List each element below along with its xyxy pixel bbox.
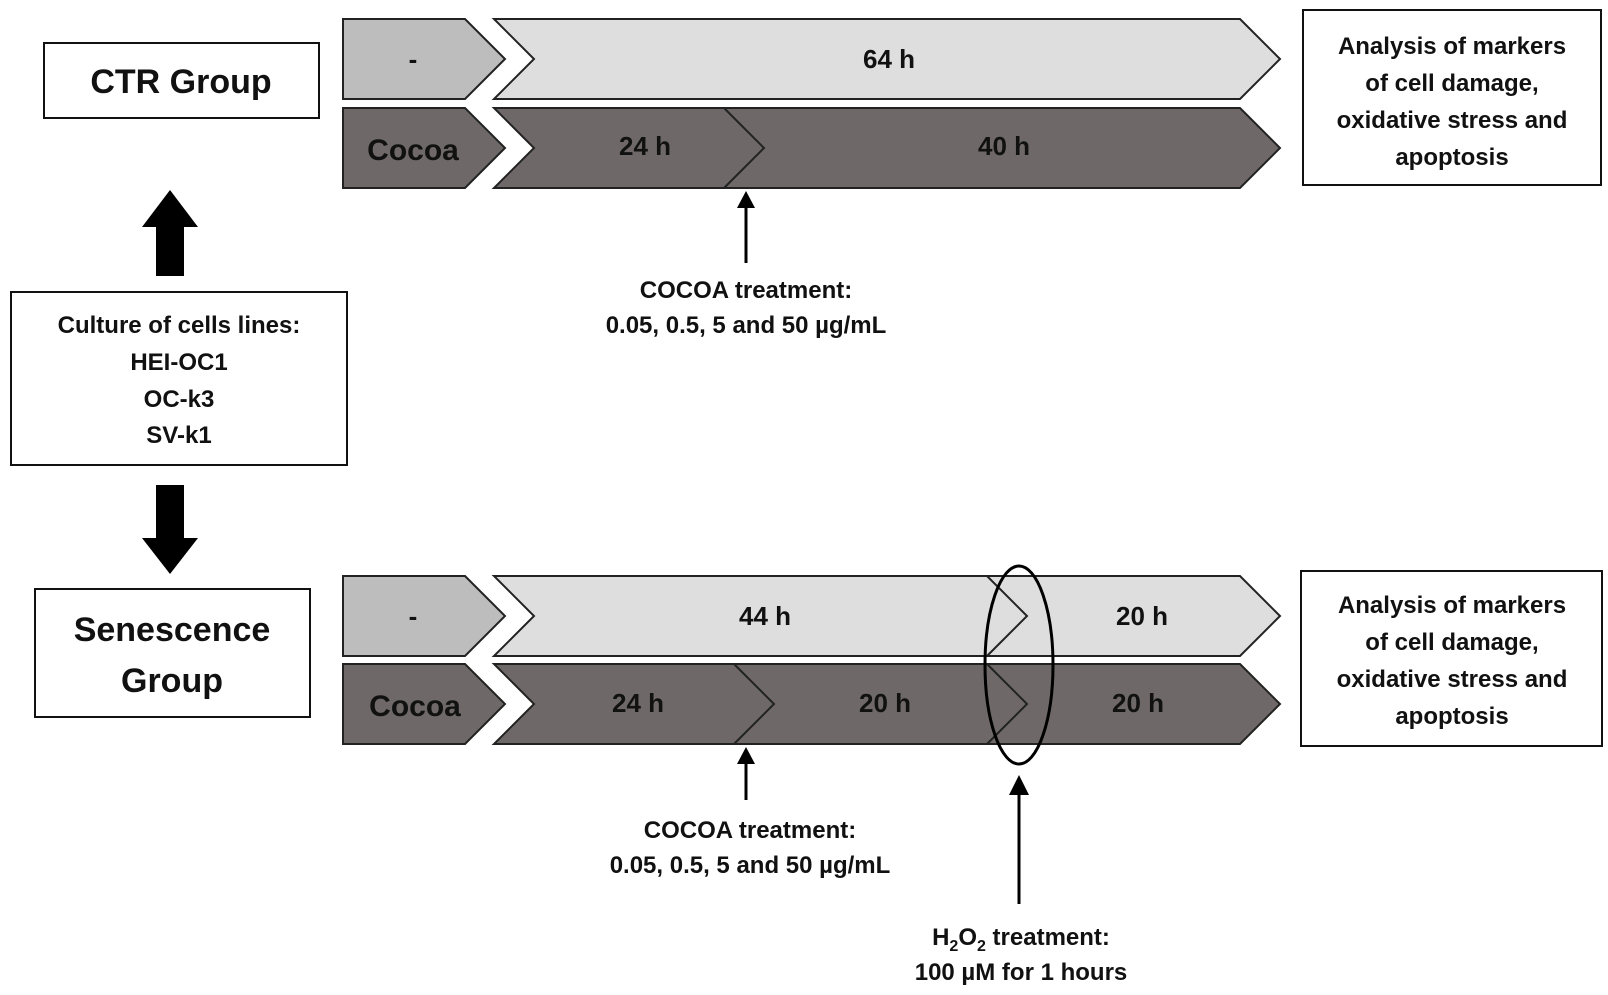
sen-row1-main-segment: [491, 575, 1282, 657]
sen-row2-divider-1: [733, 663, 776, 745]
sen-row2-main-segment: [491, 663, 1282, 745]
sen-row2-start-label: Cocoa: [369, 690, 461, 723]
sen-analysis-line-4: apoptosis: [1395, 703, 1508, 730]
cell-line-3: SV-k1: [146, 422, 211, 449]
ctr-analysis-line-4: apoptosis: [1395, 144, 1508, 171]
sen-row1-start-segment: [342, 575, 507, 657]
ctr-treatment-dose: 0.05, 0.5, 5 and 50 µg/mL: [606, 312, 887, 339]
senescence-group-label-2: Group: [121, 662, 223, 700]
ctr-group-box: CTR Group: [43, 42, 320, 119]
ctr-group-label: CTR Group: [90, 63, 271, 101]
ctr-row1-start-label: -: [409, 44, 418, 74]
ctr-row1-64h-segment: [491, 18, 1282, 100]
ctr-row1-duration: 64 h: [863, 44, 915, 74]
sen-row2-duration-1: 24 h: [612, 688, 664, 718]
sen-analysis-line-1: Analysis of markers: [1338, 592, 1566, 619]
h2o2-treatment-arrow-icon: [1009, 775, 1029, 904]
sen-row2-duration-2: 20 h: [859, 688, 911, 718]
ctr-row2-divider: [723, 107, 766, 189]
ctr-row2-start-segment: [342, 107, 507, 189]
senescence-group-box: Senescence Group: [34, 588, 311, 718]
cell-line-1: HEI-OC1: [130, 349, 227, 376]
sen-treatment-dose: 0.05, 0.5, 5 and 50 µg/mL: [610, 852, 891, 879]
sen-row2-divider-2: [986, 663, 1029, 745]
senescence-group-label-1: Senescence: [74, 611, 271, 649]
up-arrow-icon: [142, 190, 198, 276]
ctr-row2-duration-2: 40 h: [978, 131, 1030, 161]
ctr-row-1: - 64 h: [342, 18, 1282, 100]
down-arrow-icon: [142, 485, 198, 574]
sen-analysis-line-2: of cell damage,: [1365, 629, 1538, 656]
ctr-analysis-line-2: of cell damage,: [1365, 70, 1538, 97]
sen-row1-duration-2: 20 h: [1116, 601, 1168, 631]
sen-analysis-line-3: oxidative stress and: [1337, 666, 1568, 693]
sen-row2-duration-3: 20 h: [1112, 688, 1164, 718]
h2o2-treatment-dose: 100 µM for 1 hours: [915, 959, 1128, 986]
ctr-row-2: Cocoa 24 h 40 h: [342, 107, 1282, 189]
sen-row1-duration-1: 44 h: [739, 601, 791, 631]
ctr-row2-start-label: Cocoa: [367, 134, 459, 167]
sen-cocoa-treatment-arrow-icon: [737, 747, 755, 800]
sen-row1-divider: [986, 575, 1029, 657]
h2o2-highlight-ellipse: [983, 564, 1055, 766]
culture-title: Culture of cells lines:: [58, 312, 301, 339]
ctr-treatment-title: COCOA treatment:: [640, 277, 852, 304]
sen-row1-start-label: -: [409, 601, 418, 631]
sen-row2-start-segment: [342, 663, 507, 745]
h2o2-treatment-title: H2O2 treatment:: [932, 924, 1110, 955]
ctr-analysis-line-1: Analysis of markers: [1338, 33, 1566, 60]
culture-box: Culture of cells lines: HEI-OC1 OC-k3 SV…: [10, 291, 348, 466]
sen-treatment-title: COCOA treatment:: [644, 817, 856, 844]
ctr-row1-start-segment: [342, 18, 507, 100]
senescence-row-1: - 44 h 20 h: [342, 575, 1282, 657]
ctr-cocoa-treatment-arrow-icon: [737, 191, 755, 263]
ctr-row2-duration-1: 24 h: [619, 131, 671, 161]
ctr-analysis-box: Analysis of markers of cell damage, oxid…: [1302, 9, 1602, 186]
ctr-row2-main-segment: [491, 107, 1282, 189]
senescence-analysis-box: Analysis of markers of cell damage, oxid…: [1300, 570, 1603, 747]
ctr-analysis-line-3: oxidative stress and: [1337, 107, 1568, 134]
senescence-row-2: Cocoa 24 h 20 h 20 h: [342, 663, 1282, 745]
cell-line-2: OC-k3: [144, 386, 215, 413]
